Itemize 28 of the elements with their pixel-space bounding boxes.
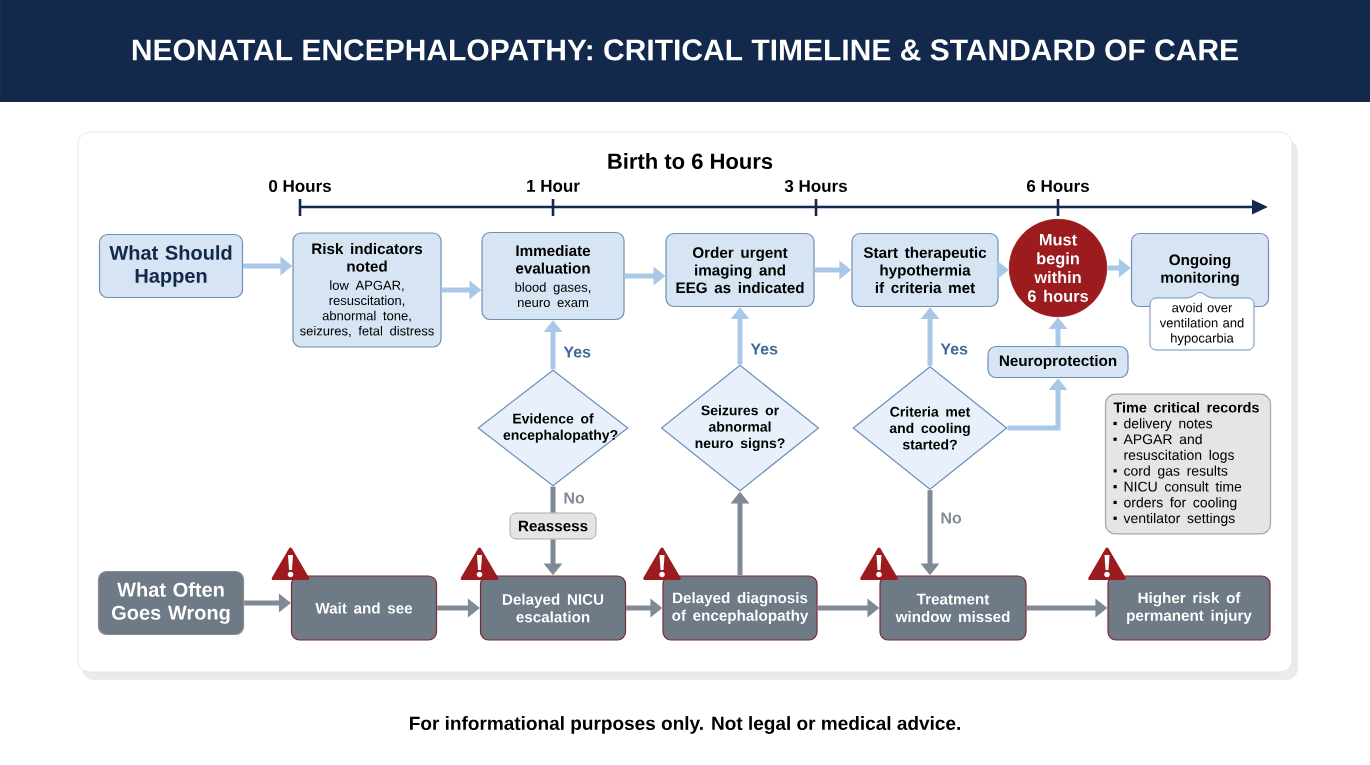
footer-note: For informational purposes only. Not legal or medical advice.: [410, 716, 960, 734]
step-box: Risk indicators noted low APGAR, resuscitation, abnormal tone, seizures, fetal distress: [292, 232, 442, 348]
step-box: Start therapeutic hypothermia if criteria met: [851, 232, 999, 308]
time-label: 0 Hours: [269, 180, 331, 192]
time-label: 6 Hours: [1027, 180, 1089, 192]
warning-step-box: Delayed NICU escalation: [479, 575, 627, 641]
warning-step-box: Wait and see: [290, 575, 438, 641]
edge-label: Yes: [561, 344, 593, 360]
edge-label: Yes: [938, 341, 970, 357]
step-box: Immediate evaluation blood gases, neuro exam: [481, 231, 625, 321]
row-heading-box: What Often Goes Wrong: [97, 570, 245, 636]
step-box: Order urgent imaging and EEG as indicated: [665, 232, 815, 308]
warning-step-box: Treatment window missed: [879, 575, 1027, 641]
edge-label: Yes: [748, 341, 780, 357]
warning-step-box: Delayed diagnosis of encephalopathy: [662, 575, 818, 641]
callout-bubble: avoid over ventilation and hypocarbia: [1149, 292, 1255, 351]
time-label: 3 Hours: [784, 180, 847, 193]
step-box: Ongoing monitoring avoid over ventilation and hypocarbia: [1130, 232, 1270, 351]
warning-step-box: Higher risk of permanent injury: [1107, 575, 1271, 641]
title: NEONATAL ENCEPHALOPATHY: CRITICAL TIMELINE & STANDARD OF CARE: [132, 39, 1238, 61]
step-box: Reassess: [509, 512, 597, 540]
edge-label: No: [938, 510, 964, 526]
edge-label: No: [561, 490, 587, 506]
time-label: 1 Hour: [527, 180, 580, 192]
row-heading-box: What Should Happen: [98, 233, 244, 299]
timeline-heading: Birth to 6 Hours: [608, 152, 773, 170]
records-box: Time critical records delivery notes APGAR and resuscitation logs cord gas results NICU consult time orders for cooling ventilator settings: [1104, 393, 1272, 535]
step-box: Neuroprotection: [987, 345, 1129, 379]
